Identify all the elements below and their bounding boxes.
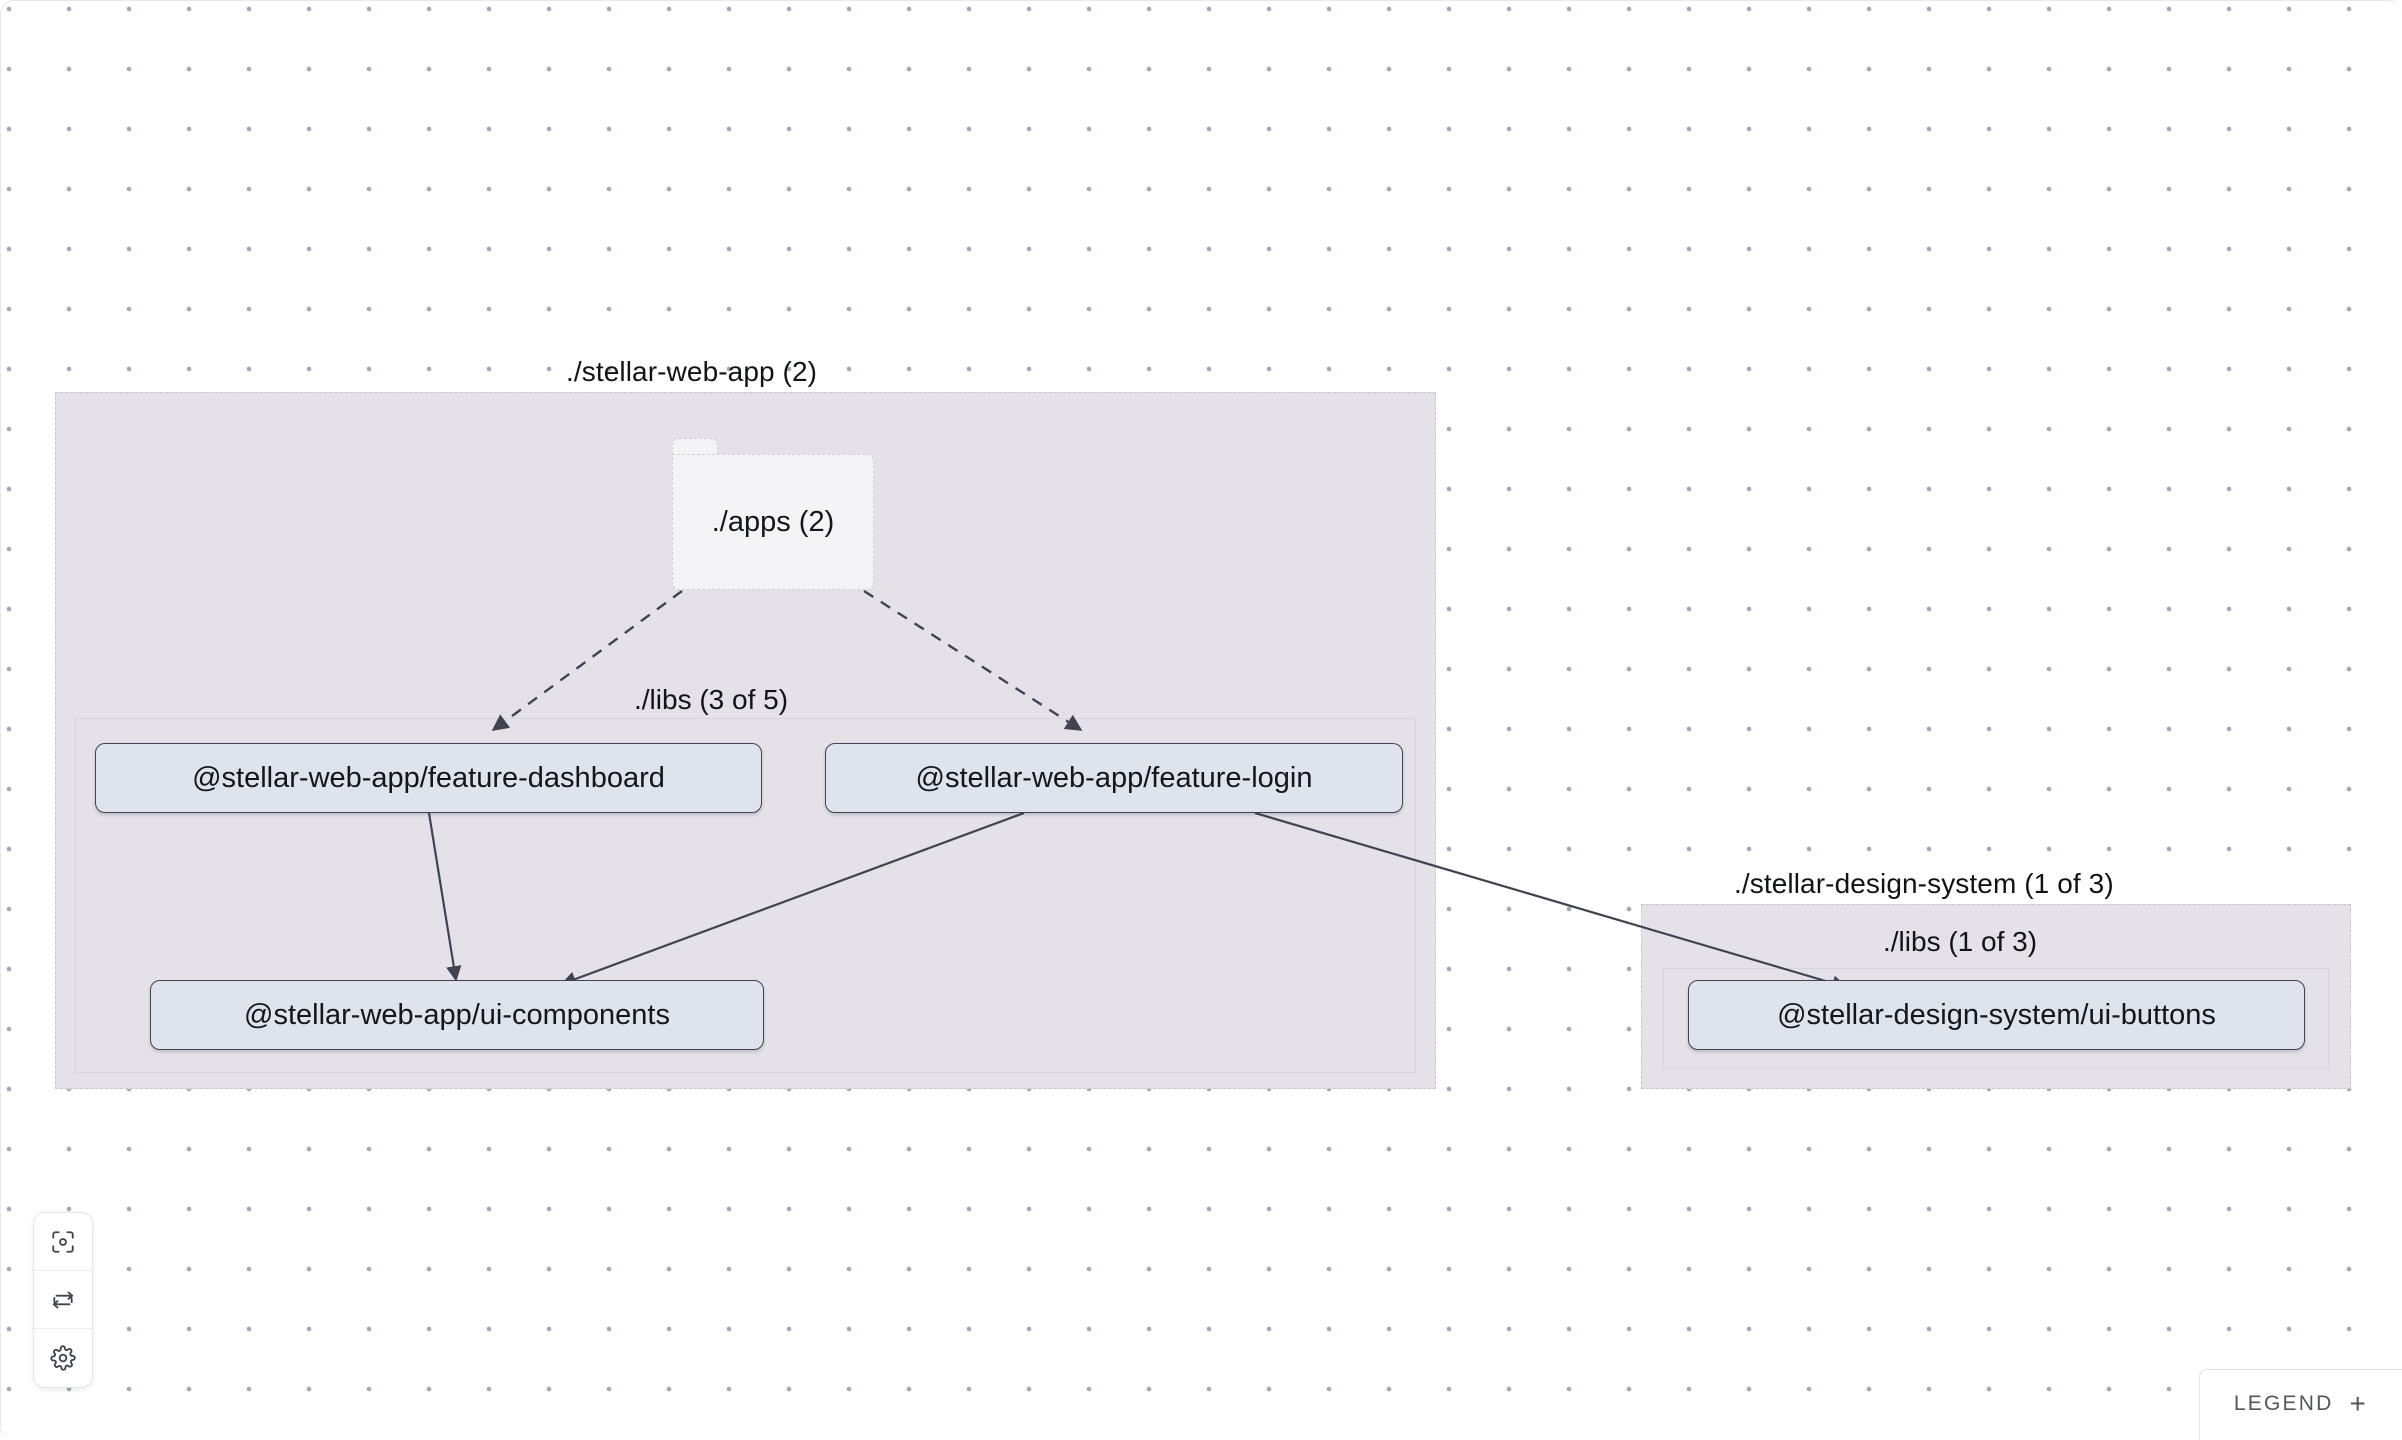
legend-label: LEGEND xyxy=(2233,1392,2334,1415)
subgroup-label-libs-web-app: ./libs (3 of 5) xyxy=(634,684,789,715)
subgroup-label-libs-design-system: ./libs (1 of 3) xyxy=(1883,926,2038,957)
folder-node-apps-label: ./apps (2) xyxy=(672,454,874,590)
legend-button[interactable]: LEGEND + xyxy=(2198,1369,2402,1440)
project-node-feature-login[interactable]: @stellar-web-app/feature-login xyxy=(825,743,1403,813)
graph-settings-button[interactable] xyxy=(34,1329,92,1387)
group-label-stellar-web-app: ./stellar-web-app (2) xyxy=(566,356,818,387)
folder-node-apps[interactable]: ./apps (2) xyxy=(672,438,874,590)
refresh-graph-button[interactable] xyxy=(34,1271,92,1329)
group-label-stellar-design-system: ./stellar-design-system (1 of 3) xyxy=(1734,868,2114,899)
focus-target-icon xyxy=(50,1229,76,1255)
plus-icon: + xyxy=(2349,1388,2368,1419)
refresh-icon xyxy=(50,1287,76,1313)
gear-icon xyxy=(50,1345,76,1371)
project-node-ui-components[interactable]: @stellar-web-app/ui-components xyxy=(150,980,764,1050)
graph-toolbar[interactable] xyxy=(33,1212,93,1388)
project-node-feature-dashboard[interactable]: @stellar-web-app/feature-dashboard xyxy=(95,743,762,813)
project-node-ui-buttons[interactable]: @stellar-design-system/ui-buttons xyxy=(1688,980,2305,1050)
focus-graph-button[interactable] xyxy=(34,1213,92,1271)
folder-tab-icon xyxy=(672,438,718,458)
